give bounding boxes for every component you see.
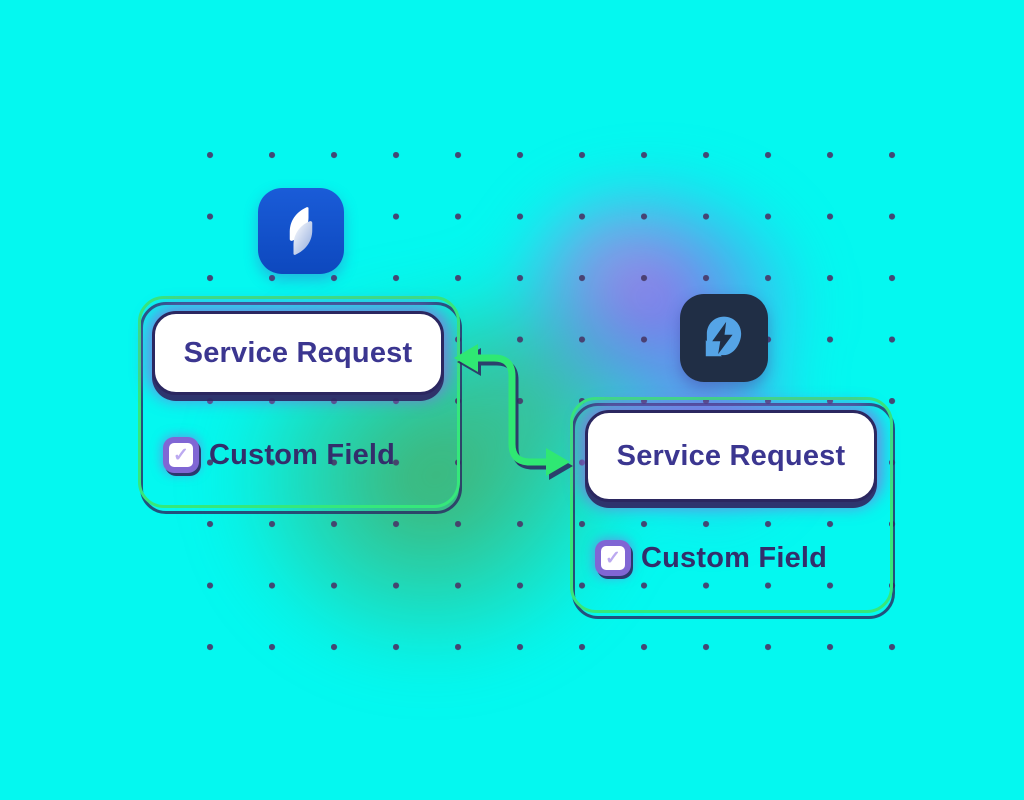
target-card-shadow	[572, 403, 895, 619]
jira-service-management-icon	[258, 188, 344, 274]
checkmark-icon: ✓	[601, 546, 625, 570]
target-card: Service Request ✓ Custom Field	[570, 397, 893, 613]
source-card-shadow	[140, 302, 462, 514]
target-custom-field-label: Custom Field	[641, 541, 828, 574]
checkmark-icon: ✓	[169, 443, 193, 467]
target-custom-field-checkbox[interactable]: ✓	[595, 540, 631, 576]
source-card: Service Request ✓ Custom Field	[138, 296, 460, 508]
jsm-logo-icon	[289, 207, 313, 255]
source-card-title: Service Request	[183, 336, 413, 369]
source-issue-type-pill: Service Request	[152, 311, 444, 395]
lightning-app-icon	[680, 294, 768, 382]
target-custom-field-row: ✓ Custom Field	[595, 540, 827, 576]
target-card-title: Service Request	[616, 439, 846, 472]
source-custom-field-row: ✓ Custom Field	[163, 437, 395, 473]
target-issue-type-pill: Service Request	[585, 410, 877, 502]
lightning-droplet-icon	[705, 316, 742, 357]
source-custom-field-label: Custom Field	[209, 438, 396, 471]
source-custom-field-checkbox[interactable]: ✓	[163, 437, 199, 473]
